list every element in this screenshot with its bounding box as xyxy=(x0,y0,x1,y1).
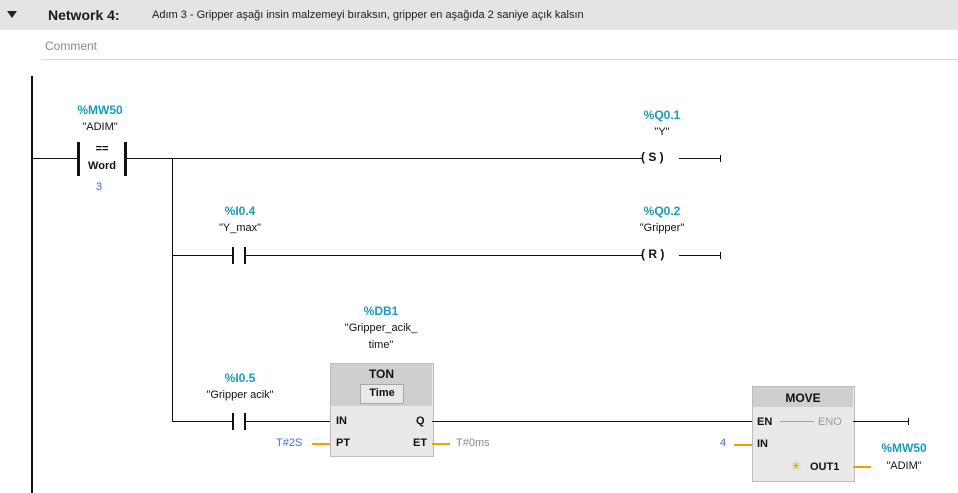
collapse-triangle-icon[interactable] xyxy=(7,11,17,18)
network-description[interactable]: Adım 3 - Gripper aşağı insin malzemeyi b… xyxy=(152,9,584,21)
rung-end xyxy=(720,155,721,162)
compare-value: 3 xyxy=(96,181,103,193)
contact-ymax-address: %I0.4 xyxy=(224,204,256,218)
comment-placeholder: Comment xyxy=(45,39,98,53)
compare-address: %MW50 xyxy=(77,103,123,117)
move-pin-eno: ENO xyxy=(818,416,842,428)
compare-type: Word xyxy=(88,160,116,172)
out-connector xyxy=(853,466,871,468)
ton-type: TON xyxy=(368,367,395,381)
in-connector xyxy=(734,444,752,446)
network-title: Network 4: xyxy=(48,7,120,23)
rung-end xyxy=(908,418,909,425)
ton-et-value[interactable]: T#0ms xyxy=(456,437,490,449)
ton-pin-in: IN xyxy=(336,415,347,427)
contact-ymax-tag: "Y_max" xyxy=(218,222,262,234)
pt-connector xyxy=(312,443,330,445)
compare-contact[interactable] xyxy=(77,142,127,176)
coil-reset-tag: "Gripper" xyxy=(639,222,685,234)
coil-reset[interactable]: ( R ) xyxy=(641,247,665,261)
move-out-tag[interactable]: "ADIM" xyxy=(886,460,922,472)
et-connector xyxy=(432,443,450,445)
coil-set-tag: "Y" xyxy=(654,126,670,138)
rung-wire xyxy=(432,421,752,422)
rung-wire xyxy=(33,158,77,159)
left-power-rail xyxy=(31,76,33,493)
compare-tag: "ADIM" xyxy=(82,121,118,133)
move-pin-out: OUT1 xyxy=(810,461,840,473)
ton-subtype-box[interactable] xyxy=(360,384,404,404)
timer-db-address: %DB1 xyxy=(363,304,399,318)
contact-gripper-tag: "Gripper acik" xyxy=(206,389,274,401)
network-header: Network 4: Adım 3 - Gripper aşağı insin … xyxy=(0,0,958,30)
rung-end xyxy=(720,252,721,259)
new-output-icon: ✳ xyxy=(791,459,802,473)
timer-db-tag-line2: time" xyxy=(368,339,394,351)
coil-reset-address: %Q0.2 xyxy=(643,204,681,218)
move-pin-in: IN xyxy=(757,438,768,450)
network-comment[interactable]: Comment xyxy=(41,33,958,60)
coil-set[interactable]: ( S ) xyxy=(641,150,664,164)
rung-wire xyxy=(127,158,642,159)
move-in-value[interactable]: 4 xyxy=(720,437,727,449)
move-pin-en: EN xyxy=(757,416,773,428)
move-out-address: %MW50 xyxy=(881,441,927,455)
rung-wire xyxy=(246,421,330,422)
rung-wire xyxy=(679,255,721,256)
contact-gripper-address: %I0.5 xyxy=(224,371,256,385)
ton-pt-value[interactable]: T#2S xyxy=(276,437,303,449)
rung-wire xyxy=(679,158,721,159)
rung-wire xyxy=(172,421,232,422)
ton-pin-pt: PT xyxy=(336,437,351,449)
rung-wire xyxy=(853,421,909,422)
timer-db-tag-line1: "Gripper_acik_ xyxy=(344,322,418,334)
rung-wire xyxy=(172,255,232,256)
contact-ymax[interactable] xyxy=(232,247,246,264)
move-title: MOVE xyxy=(785,391,821,405)
move-header xyxy=(753,387,853,407)
en-eno-link xyxy=(780,421,814,422)
branch-wire xyxy=(172,158,173,422)
ton-pin-q: Q xyxy=(416,415,425,427)
ton-subtype: Time xyxy=(369,387,395,399)
contact-gripper[interactable] xyxy=(232,413,246,430)
compare-operator: == xyxy=(95,143,109,155)
coil-set-address: %Q0.1 xyxy=(643,108,681,122)
ton-pin-et: ET xyxy=(413,437,428,449)
rung-wire xyxy=(246,255,642,256)
